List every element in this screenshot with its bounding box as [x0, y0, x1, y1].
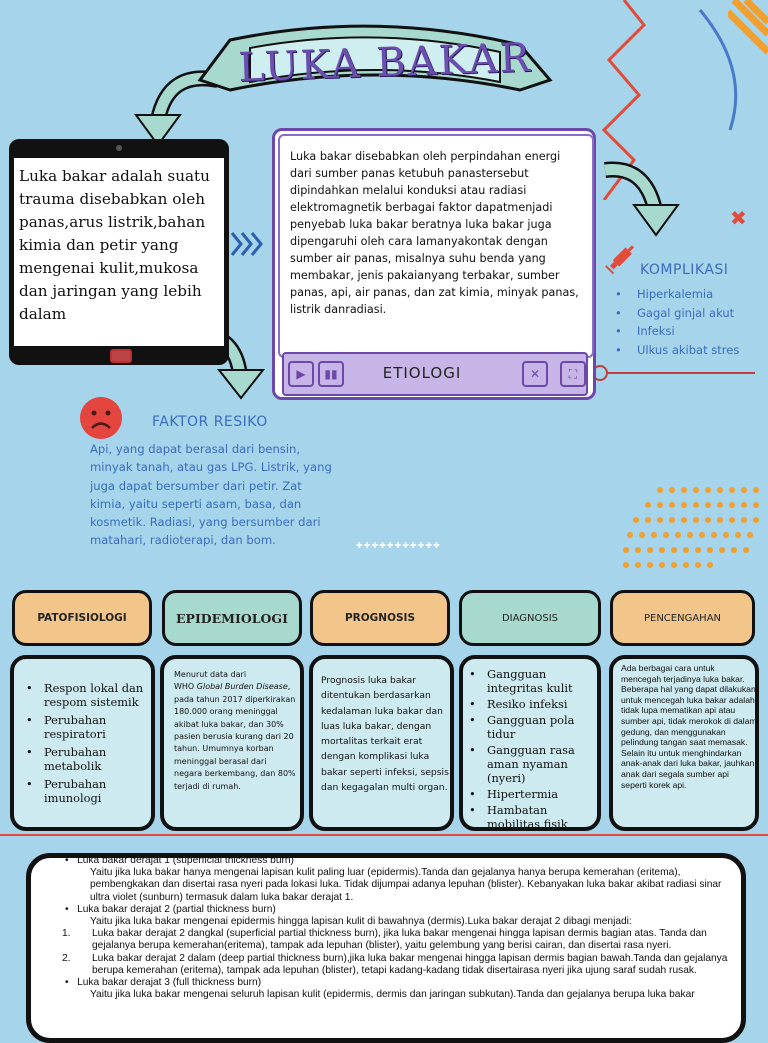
list-item: •Hiperkalemia — [615, 287, 714, 301]
list-item: •Hambatan mobilitas fisik — [469, 803, 568, 831]
list-item: •Perubahan metabolik — [26, 745, 107, 773]
epidemiologi-box: Menurut data dari WHO Global Burden Dise… — [160, 655, 304, 831]
player-controls — [282, 352, 588, 396]
stop-icon[interactable]: ▮▮ — [318, 361, 344, 387]
list-item: •Hipertermia — [469, 787, 559, 801]
faktor-resiko-title: FAKTOR RESIKO — [152, 414, 268, 430]
header-diagnosis: DIAGNOSIS — [459, 590, 601, 646]
list-item: •Infeksi — [615, 324, 675, 338]
list-item: •Resiko infeksi — [469, 697, 568, 711]
pencegahan-text: Ada berbagai cara untuk mencegah terjadi… — [621, 663, 757, 790]
home-button-icon — [110, 349, 132, 363]
fullscreen-icon[interactable]: ⛶ — [560, 361, 586, 387]
list-item: •Gangguan integritas kulit — [469, 667, 573, 695]
decorative-line-right — [592, 365, 755, 381]
derajat-2-item-2: 2.Luka bakar derajat 2 dalam (deep parti… — [62, 952, 728, 976]
derajat-1-title: • Luka bakar derajat 1 (superficial thic… — [65, 855, 294, 866]
list-item: •Gangguan pola tidur — [469, 713, 575, 741]
decorative-dots — [623, 487, 759, 568]
komplikasi-list: •Hiperkalemia •Gagal ginjal akut •Infeks… — [615, 287, 739, 361]
camera-icon — [116, 145, 122, 151]
definition-text: Luka bakar adalah suatu trauma disebabka… — [19, 167, 210, 323]
prognosis-text: Prognosis luka bakar ditentukan berdasar… — [321, 675, 449, 794]
decorative-x-mark: ✖ — [730, 206, 747, 230]
decorative-zigzag — [601, 0, 647, 200]
derajat-2-text: Yaitu jika luka bakar mengenai epidermis… — [90, 916, 632, 928]
list-item: •Gagal ginjal akut — [615, 305, 735, 320]
play-icon[interactable]: ▶ — [288, 361, 314, 387]
prognosis-box: Prognosis luka bakar ditentukan berdasar… — [309, 655, 454, 831]
title-banner — [197, 24, 553, 92]
derajat-1-text: Yaitu jika luka bakar hanya mengenai lap… — [90, 867, 722, 903]
syringe-icon — [605, 245, 635, 275]
derajat-text: • Luka bakar derajat 1 (superficial thic… — [62, 855, 730, 1001]
list-item: •Gangguan rasa aman nyaman (nyeri) — [469, 743, 575, 785]
etiologi-label: ETIOLOGI — [382, 364, 462, 382]
list-item: •Perubahan respiratori — [26, 713, 107, 741]
pencegahan-box: Ada berbagai cara untuk mencegah terjadi… — [609, 655, 759, 831]
header-epidemiologi: EPIDEMIOLOGI — [162, 590, 302, 646]
patofisiologi-box: •Respon lokal dan respom sistemik •Perub… — [10, 655, 155, 831]
list-item: •Respon lokal dan respom sistemik — [26, 681, 144, 709]
list-item: •Ulkus akibat stres — [615, 342, 740, 357]
mute-icon[interactable]: ✕ — [522, 361, 548, 387]
komplikasi-title: KOMPLIKASI — [640, 262, 729, 278]
derajat-box — [26, 853, 746, 1043]
curved-arrow-icon — [604, 161, 680, 237]
derajat-2-item-1: 1.Luka bakar derajat 2 dangkal (superfic… — [62, 928, 707, 952]
epidemiologi-text: Menurut data dari WHO Global Burden Dise… — [174, 670, 296, 791]
derajat-3-text: Yaitu jika luka bakar mengenai seluruh l… — [90, 989, 695, 1001]
faktor-resiko-text: Api, yang dapat berasal dari bensin, min… — [90, 442, 332, 548]
decorative-divider-line — [0, 834, 768, 836]
derajat-2-title: • Luka bakar derajat 2 (partial thicknes… — [65, 903, 276, 915]
tablet-screen — [14, 158, 224, 346]
list-item: •Perubahan imunologi — [26, 777, 107, 805]
diagnosis-box: •Gangguan integritas kulit •Resiko infek… — [459, 655, 601, 831]
chevron-arrows-icon — [230, 232, 263, 256]
derajat-3-title: • Luka bakar derajat 3 (full thickness b… — [65, 977, 262, 989]
decorative-arc — [698, 9, 738, 131]
decorative-plus-row: ✚✚✚✚✚✚✚✚✚✚✚ — [356, 541, 441, 550]
header-patofisiologi: PATOFISIOLOGI — [12, 590, 152, 646]
header-prognosis: PROGNOSIS — [310, 590, 450, 646]
header-pencegahan: PENCENGAHAN — [610, 590, 755, 646]
decorative-stripes — [728, 0, 768, 55]
sad-face-icon — [80, 397, 122, 439]
etiologi-text: Luka bakar disebabkan oleh perpindahan e… — [290, 150, 579, 316]
